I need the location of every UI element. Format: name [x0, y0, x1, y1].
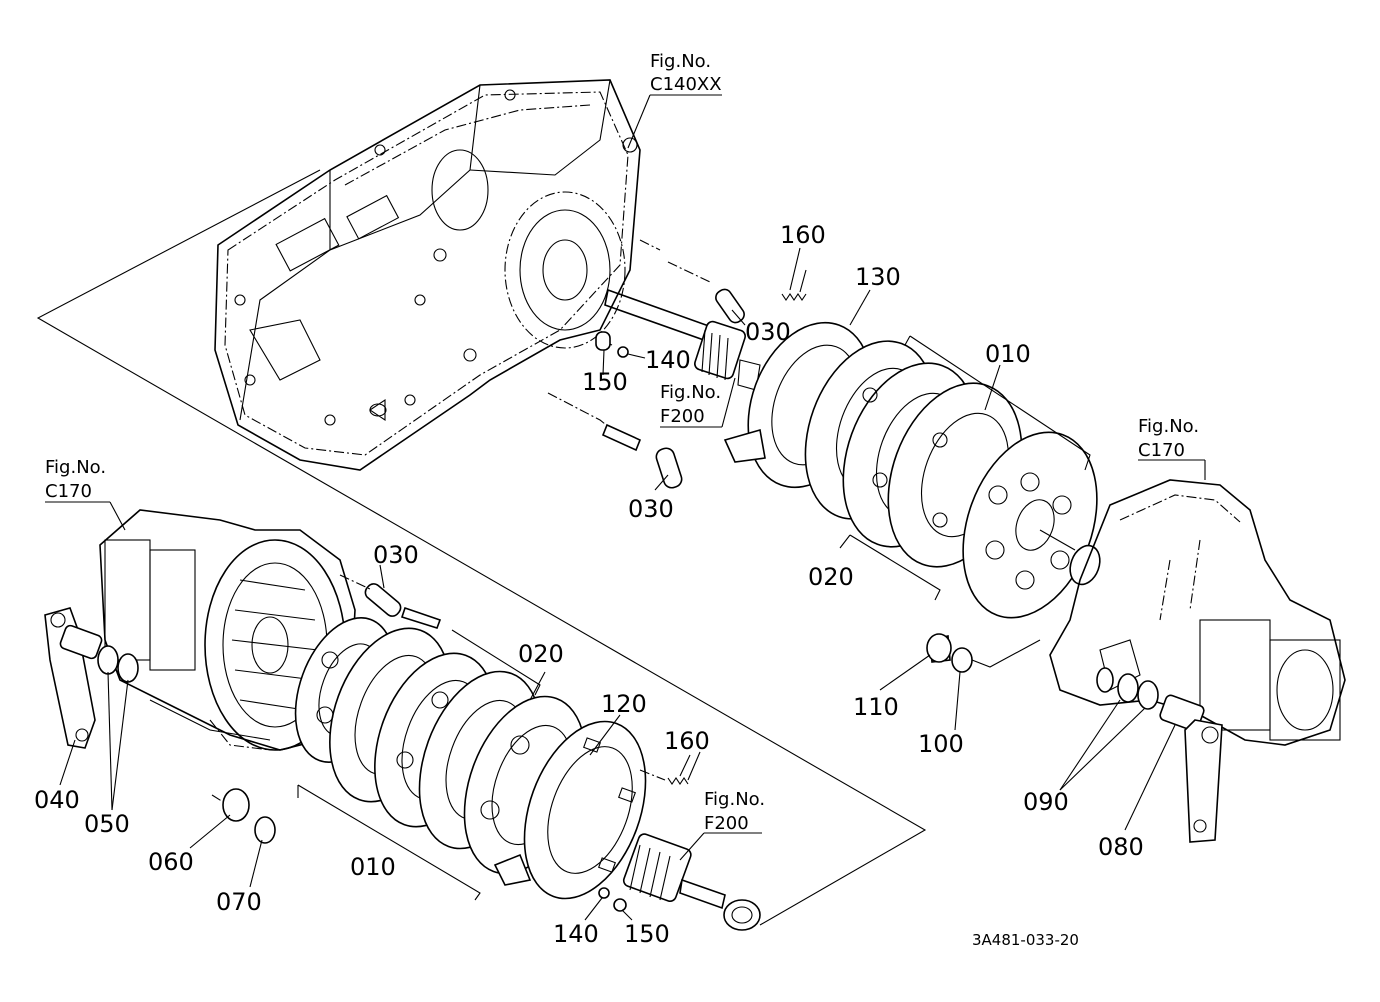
fig-ref-f200-top: Fig.No. F200: [660, 382, 721, 427]
part-label-110: 110: [853, 693, 899, 721]
leader-lines: [45, 94, 1206, 921]
part-label-030-c: 030: [373, 541, 419, 569]
part-label-080: 080: [1098, 833, 1144, 861]
part-label-020-bottom: 020: [518, 640, 564, 668]
bottom-shaft: [598, 833, 761, 931]
part-label-060: 060: [148, 848, 194, 876]
fig-ref-f200-bottom: Fig.No. F200: [704, 789, 765, 834]
fig-ref-line1: Fig.No.: [660, 382, 721, 403]
part-label-020-top: 020: [808, 563, 854, 591]
top-pins: [547, 239, 745, 489]
spring-160-bottom: [639, 754, 691, 785]
right-axle-housing: [1049, 479, 1346, 746]
fig-ref-line2: C140XX: [650, 74, 722, 95]
part-labels: 160 130 030 140 150 010 030 020 110 100 …: [34, 221, 1144, 948]
part-label-160-top: 160: [780, 221, 826, 249]
part-label-030-b: 030: [628, 495, 674, 523]
clip-and-pin-right: [926, 633, 1041, 673]
left-brake-lever: [44, 607, 139, 749]
transmission-housing: [214, 79, 641, 471]
assembly-outline: [36, 169, 927, 926]
part-label-030-a: 030: [745, 318, 791, 346]
part-label-010-top: 010: [985, 340, 1031, 368]
drawing-code: 3A481-033-20: [972, 931, 1079, 949]
brake-plates-top: [723, 321, 1101, 619]
fig-ref-c170-left: Fig.No. C170: [45, 457, 106, 502]
bottom-pin-030: [339, 574, 442, 629]
fig-ref-line1: Fig.No.: [45, 457, 106, 478]
part-label-150-bottom: 150: [624, 920, 670, 948]
part-label-150-top: 150: [582, 368, 628, 396]
part-label-090: 090: [1023, 788, 1069, 816]
fig-ref-c170-right: Fig.No. C170: [1138, 416, 1199, 461]
fig-ref-line2: F200: [704, 813, 749, 834]
part-label-160-bottom: 160: [664, 727, 710, 755]
part-label-040: 040: [34, 786, 80, 814]
right-brake-lever: [1096, 667, 1223, 843]
spring-160-top: [781, 269, 807, 301]
part-label-010-bottom: 010: [350, 853, 396, 881]
part-label-100: 100: [918, 730, 964, 758]
part-label-140-top: 140: [645, 346, 691, 374]
part-label-050: 050: [84, 810, 130, 838]
part-label-120: 120: [601, 690, 647, 718]
fig-ref-line1: Fig.No.: [704, 789, 765, 810]
brake-plates-bottom: [294, 617, 647, 901]
part-label-070: 070: [216, 888, 262, 916]
top-shaft: [604, 288, 761, 391]
fig-ref-c140xx: Fig.No. C140XX: [650, 51, 722, 95]
fig-ref-line2: C170: [1138, 440, 1185, 461]
fig-ref-line1: Fig.No.: [1138, 416, 1199, 437]
part-label-130: 130: [855, 263, 901, 291]
fig-ref-line2: F200: [660, 406, 705, 427]
part-label-140-bottom: 140: [553, 920, 599, 948]
fig-ref-line2: C170: [45, 481, 92, 502]
fig-ref-line1: Fig.No.: [650, 51, 711, 72]
bottom-pin-and-clip: [211, 788, 276, 844]
